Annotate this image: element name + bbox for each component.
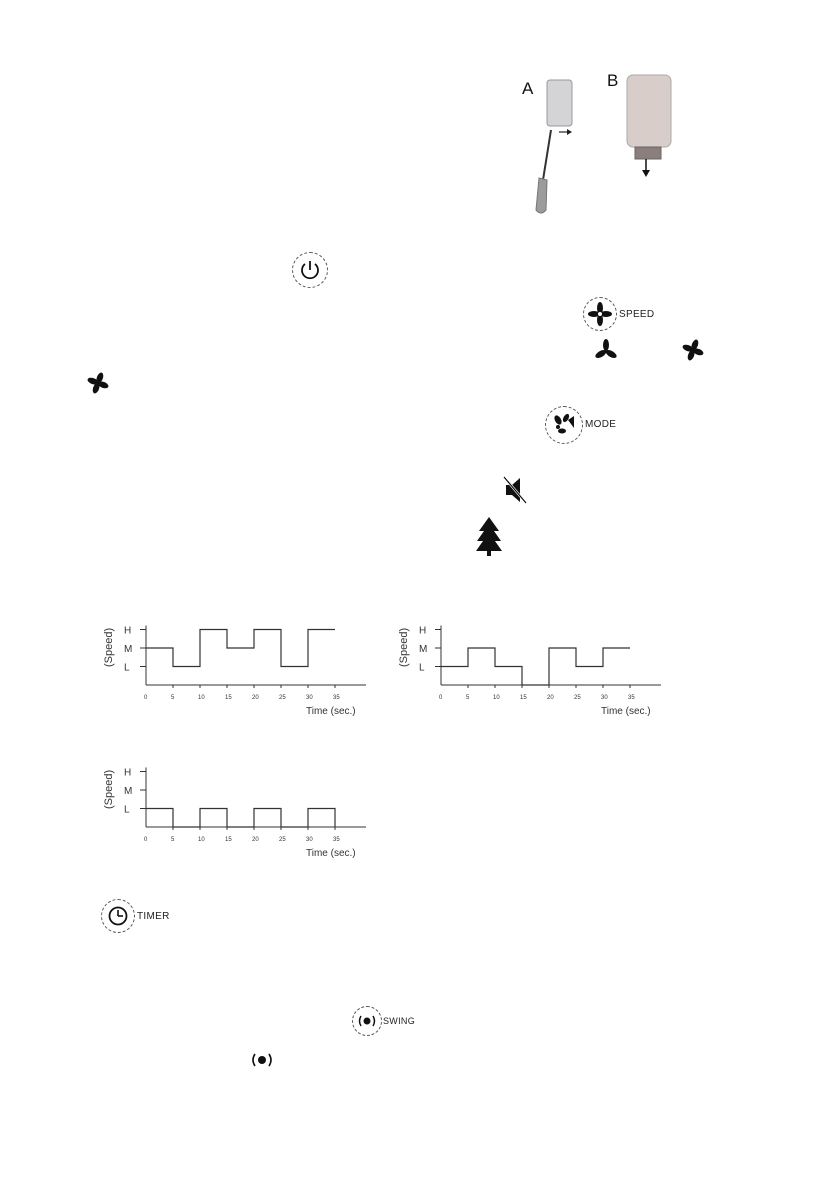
fan-icon	[86, 372, 110, 394]
x-tick-label: 10	[198, 837, 205, 843]
x-tick-label: 25	[574, 695, 581, 701]
x-tick-label: 30	[601, 695, 608, 701]
timer-label: TIMER	[137, 911, 170, 922]
y-axis-label: (Speed)	[103, 770, 115, 809]
mute-icon	[502, 474, 530, 506]
x-tick-label: 25	[279, 837, 286, 843]
x-tick-label: 30	[306, 695, 313, 701]
x-tick-label: 35	[333, 695, 340, 701]
x-tick-label: 20	[252, 837, 259, 843]
y-axis-label: (Speed)	[103, 628, 115, 667]
swing-icon-small	[248, 1046, 276, 1074]
x-tick-label: 25	[279, 695, 286, 701]
power-icon	[293, 253, 327, 287]
y-tick-label: L	[419, 663, 425, 674]
x-tick-label: 10	[493, 695, 500, 701]
x-tick-label: 15	[520, 695, 527, 701]
speed-series-line	[146, 809, 335, 828]
x-tick-label: 20	[547, 695, 554, 701]
fan-low-icon	[594, 339, 618, 361]
timer-icon	[102, 900, 134, 932]
y-axis-label: (Speed)	[398, 628, 410, 667]
speed-series-line	[441, 648, 630, 685]
speed-label: SPEED	[619, 309, 654, 320]
x-axis-label: Time (sec.)	[306, 848, 356, 859]
speed-button[interactable]	[583, 297, 617, 331]
swing-button[interactable]	[352, 1006, 382, 1036]
y-tick-label: M	[124, 786, 132, 797]
y-tick-label: H	[419, 626, 426, 637]
x-tick-label: 5	[171, 837, 175, 843]
tree-icon	[475, 515, 503, 557]
speed-icon	[584, 298, 616, 330]
battery-illustration	[525, 70, 675, 220]
power-button[interactable]	[292, 252, 328, 288]
x-tick-label: 35	[628, 695, 635, 701]
x-tick-label: 10	[198, 695, 205, 701]
swing-icon	[353, 1007, 381, 1035]
x-tick-label: 35	[333, 837, 340, 843]
y-tick-label: M	[419, 644, 427, 655]
x-tick-label: 20	[252, 695, 259, 701]
x-tick-label: 0	[144, 837, 148, 843]
mode-button[interactable]	[545, 406, 583, 444]
x-tick-label: 0	[144, 695, 148, 701]
mode-icon	[546, 407, 582, 443]
x-tick-label: 5	[466, 695, 470, 701]
y-tick-label: L	[124, 663, 130, 674]
x-tick-label: 5	[171, 695, 175, 701]
fan-high-icon	[681, 339, 705, 361]
x-tick-label: 15	[225, 837, 232, 843]
y-tick-label: L	[124, 805, 130, 816]
timer-button[interactable]	[101, 899, 135, 933]
y-tick-label: H	[124, 626, 131, 637]
x-axis-label: Time (sec.)	[306, 706, 356, 717]
y-tick-label: M	[124, 644, 132, 655]
x-tick-label: 0	[439, 695, 443, 701]
mode-label: MODE	[585, 419, 616, 430]
x-tick-label: 30	[306, 837, 313, 843]
x-axis-label: Time (sec.)	[601, 706, 651, 717]
x-tick-label: 15	[225, 695, 232, 701]
speed-series-line	[146, 630, 335, 667]
y-tick-label: H	[124, 768, 131, 779]
swing-label: SWING	[383, 1016, 415, 1026]
